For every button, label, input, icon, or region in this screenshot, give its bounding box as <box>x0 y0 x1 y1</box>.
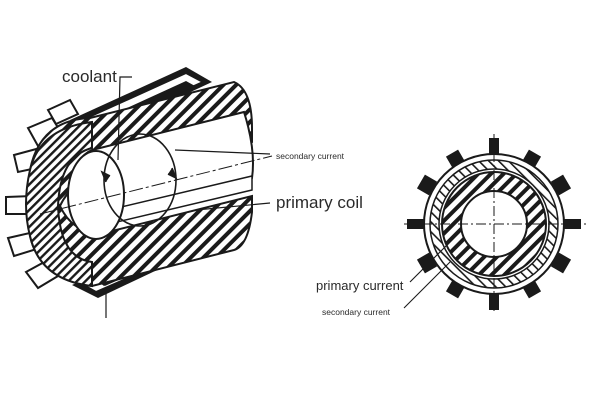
primary-coil-label: primary coil <box>276 193 363 212</box>
axis-centerline <box>39 155 273 215</box>
coolant-label: coolant <box>62 67 117 86</box>
secondary-current-label-left: secondary current <box>276 151 345 161</box>
secondary-current-label-right: secondary current <box>322 307 391 317</box>
coil-cross-section: primary current secondary current <box>316 134 586 317</box>
coil-3d-view: coolant secondary current primary coil <box>5 67 363 318</box>
leader-lines-left <box>105 76 271 318</box>
leader-lines-right <box>403 237 455 309</box>
primary-current-label: primary current <box>316 278 404 293</box>
inner-bore <box>67 110 254 240</box>
cross-section-centerlines <box>404 134 586 314</box>
